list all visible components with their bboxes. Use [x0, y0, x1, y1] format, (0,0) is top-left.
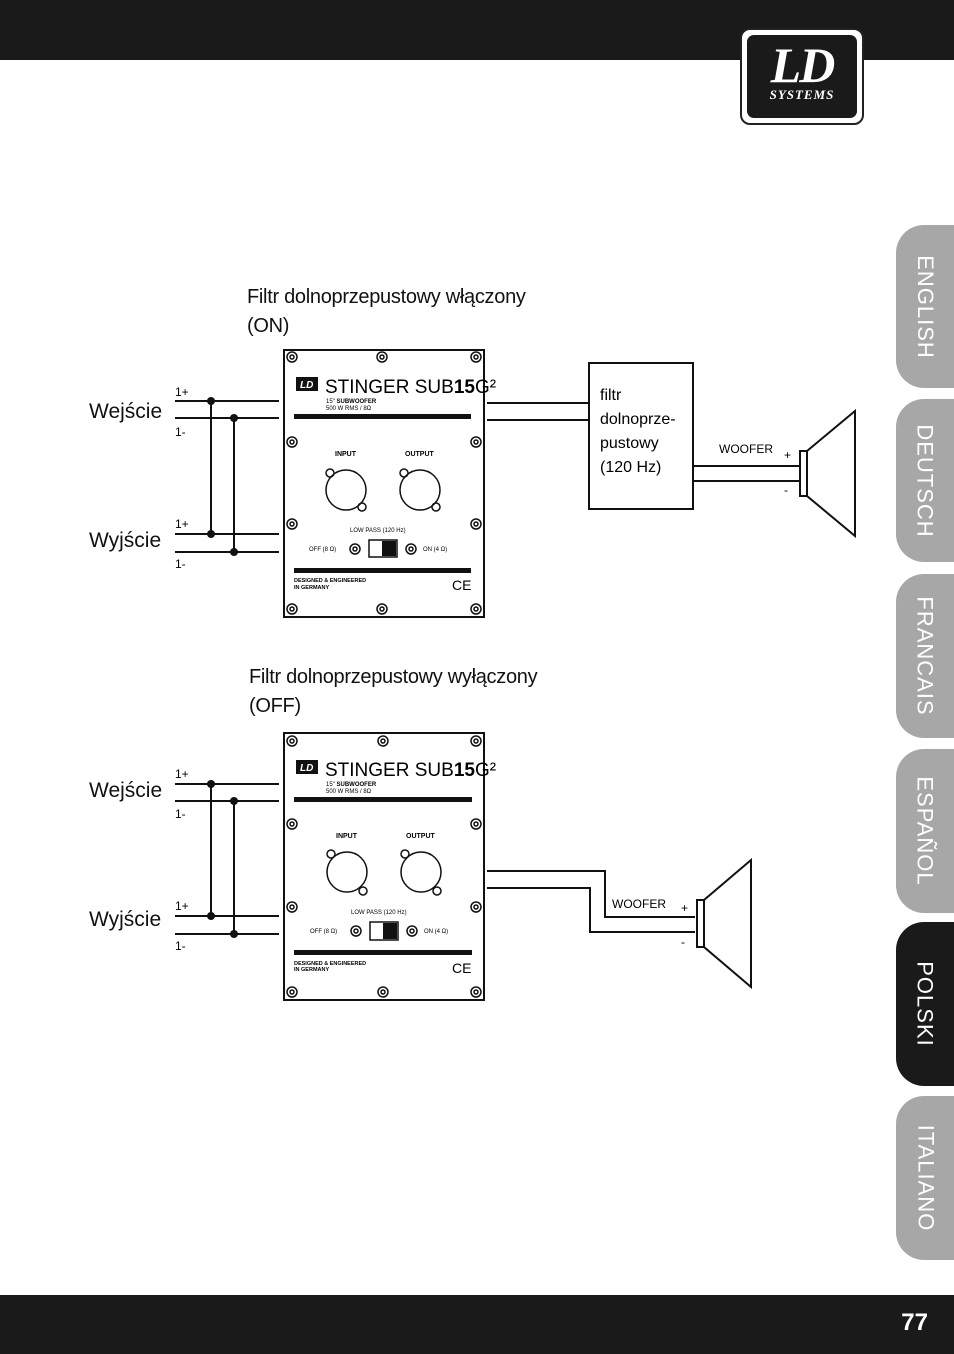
pin-pos-in: 1+	[175, 385, 189, 399]
panel-logo-2: LD	[300, 763, 313, 774]
pin-pos-out: 1+	[175, 517, 189, 531]
panel-ce-2: CE	[452, 960, 471, 976]
pin-neg-out: 1-	[175, 557, 186, 571]
panel-on: ON (4 Ω)	[423, 547, 447, 553]
diagram-off-input-label: Wejście	[89, 779, 163, 802]
xlr-input-icon	[325, 469, 367, 511]
panel-designed-2: IN GERMANY	[294, 585, 329, 591]
panel-ce: CE	[452, 577, 471, 593]
woofer-minus-off: -	[681, 935, 685, 949]
panel-off: OFF (8 Ω)	[309, 547, 336, 553]
panel-input: INPUT	[335, 451, 357, 458]
panel-rating: 500 W RMS / 8Ω	[326, 406, 372, 412]
filter-line-2: dolnoprze-	[600, 411, 676, 428]
panel-off-2: OFF (8 Ω)	[310, 929, 337, 935]
filter-line-1: filtr	[600, 387, 622, 404]
diagram-off-output-label: Wyjście	[89, 908, 162, 931]
panel-screws-2	[286, 735, 482, 998]
bottom-bar	[0, 1295, 954, 1354]
filter-line-4: (120 Hz)	[600, 459, 661, 476]
tab-deutsch[interactable]: DEUTSCH	[896, 399, 954, 562]
woofer-speaker-icon-2	[696, 857, 752, 990]
tab-francais[interactable]: FRANCAIS	[896, 574, 954, 738]
junction-dots	[207, 397, 238, 556]
panel-output: OUTPUT	[405, 451, 435, 458]
pin-neg-out-2: 1-	[175, 939, 186, 953]
woofer-plus-off: +	[681, 901, 688, 915]
ld-systems-logo: LD SYSTEMS	[740, 28, 864, 125]
diagram-on-title-line1: Filtr dolnoprzepustowy włączony	[247, 286, 526, 308]
panel-input-2: INPUT	[336, 833, 358, 840]
filter-box	[588, 362, 694, 510]
woofer-label-off: WOOFER	[612, 897, 666, 911]
panel-brand: STINGER SUB15G²	[325, 377, 496, 398]
amp-panel-on: LD STINGER SUB15G² 15" SUBWOOFER 500 W R…	[283, 349, 496, 618]
tab-italiano[interactable]: ITALIANO	[896, 1096, 954, 1260]
panel-logo: LD	[300, 380, 313, 391]
pin-neg-in: 1-	[175, 425, 186, 439]
filter-line-3: pustowy	[600, 435, 659, 452]
panel-size-type-2: 15" SUBWOOFER	[326, 782, 377, 788]
xlr-output-icon-2	[400, 851, 442, 893]
diagram-off-title-line1: Filtr dolnoprzepustowy wyłączony	[249, 666, 538, 688]
panel-size-type: 15" SUBWOOFER	[326, 399, 377, 405]
input-output-wiring	[175, 400, 279, 553]
panel-designed-1: DESIGNED & ENGINEERED	[294, 578, 366, 584]
diagram-off-title: Filtr dolnoprzepustowy wyłączony (OFF)	[249, 663, 538, 721]
input-output-wiring-2	[175, 783, 279, 935]
panel-output-2: OUTPUT	[406, 833, 436, 840]
panel-rating-2: 500 W RMS / 8Ω	[326, 789, 372, 795]
panel-low-pass-2: LOW PASS (120 Hz)	[351, 910, 407, 916]
bypass-wiring	[487, 870, 695, 933]
panel-designed-1-2: DESIGNED & ENGINEERED	[294, 961, 366, 967]
switch-off	[369, 921, 399, 941]
diagram-on-title: Filtr dolnoprzepustowy włączony (ON)	[247, 283, 526, 341]
logo-sub-text: SYSTEMS	[769, 87, 835, 102]
panel-designed-2-2: IN GERMANY	[294, 967, 329, 973]
tab-polski[interactable]: POLSKI	[896, 922, 954, 1086]
panel-on-2: ON (4 Ω)	[424, 929, 448, 935]
pin-pos-in-2: 1+	[175, 767, 189, 781]
panel-low-pass: LOW PASS (120 Hz)	[350, 528, 406, 534]
panel-screws	[286, 351, 482, 615]
diagram-off-title-line2: (OFF)	[249, 695, 301, 717]
diagram-on-title-line2: (ON)	[247, 315, 290, 337]
diagram-on-output-label: Wyjście	[89, 529, 162, 552]
panel-brand-2: STINGER SUB15G²	[325, 760, 496, 781]
xlr-input-icon-2	[326, 851, 368, 893]
logo-main-text: LD	[770, 37, 836, 93]
filter-wiring	[487, 402, 808, 482]
page-number: 77	[901, 1309, 928, 1336]
woofer-label-on: WOOFER	[719, 442, 773, 456]
woofer-speaker-icon	[799, 408, 856, 539]
amp-panel-off: LD STINGER SUB15G² 15" SUBWOOFER 500 W R…	[283, 732, 496, 1001]
pin-pos-out-2: 1+	[175, 899, 189, 913]
pin-neg-in-2: 1-	[175, 807, 186, 821]
woofer-plus-on: +	[784, 448, 791, 462]
woofer-minus-on: -	[784, 483, 788, 497]
xlr-output-icon	[399, 469, 441, 511]
junction-dots-2	[207, 780, 238, 938]
diagram-on-input-label: Wejście	[89, 400, 163, 423]
tab-english[interactable]: ENGLISH	[896, 225, 954, 388]
tab-espanol[interactable]: ESPAÑOL	[896, 749, 954, 913]
switch-on	[368, 539, 398, 558]
